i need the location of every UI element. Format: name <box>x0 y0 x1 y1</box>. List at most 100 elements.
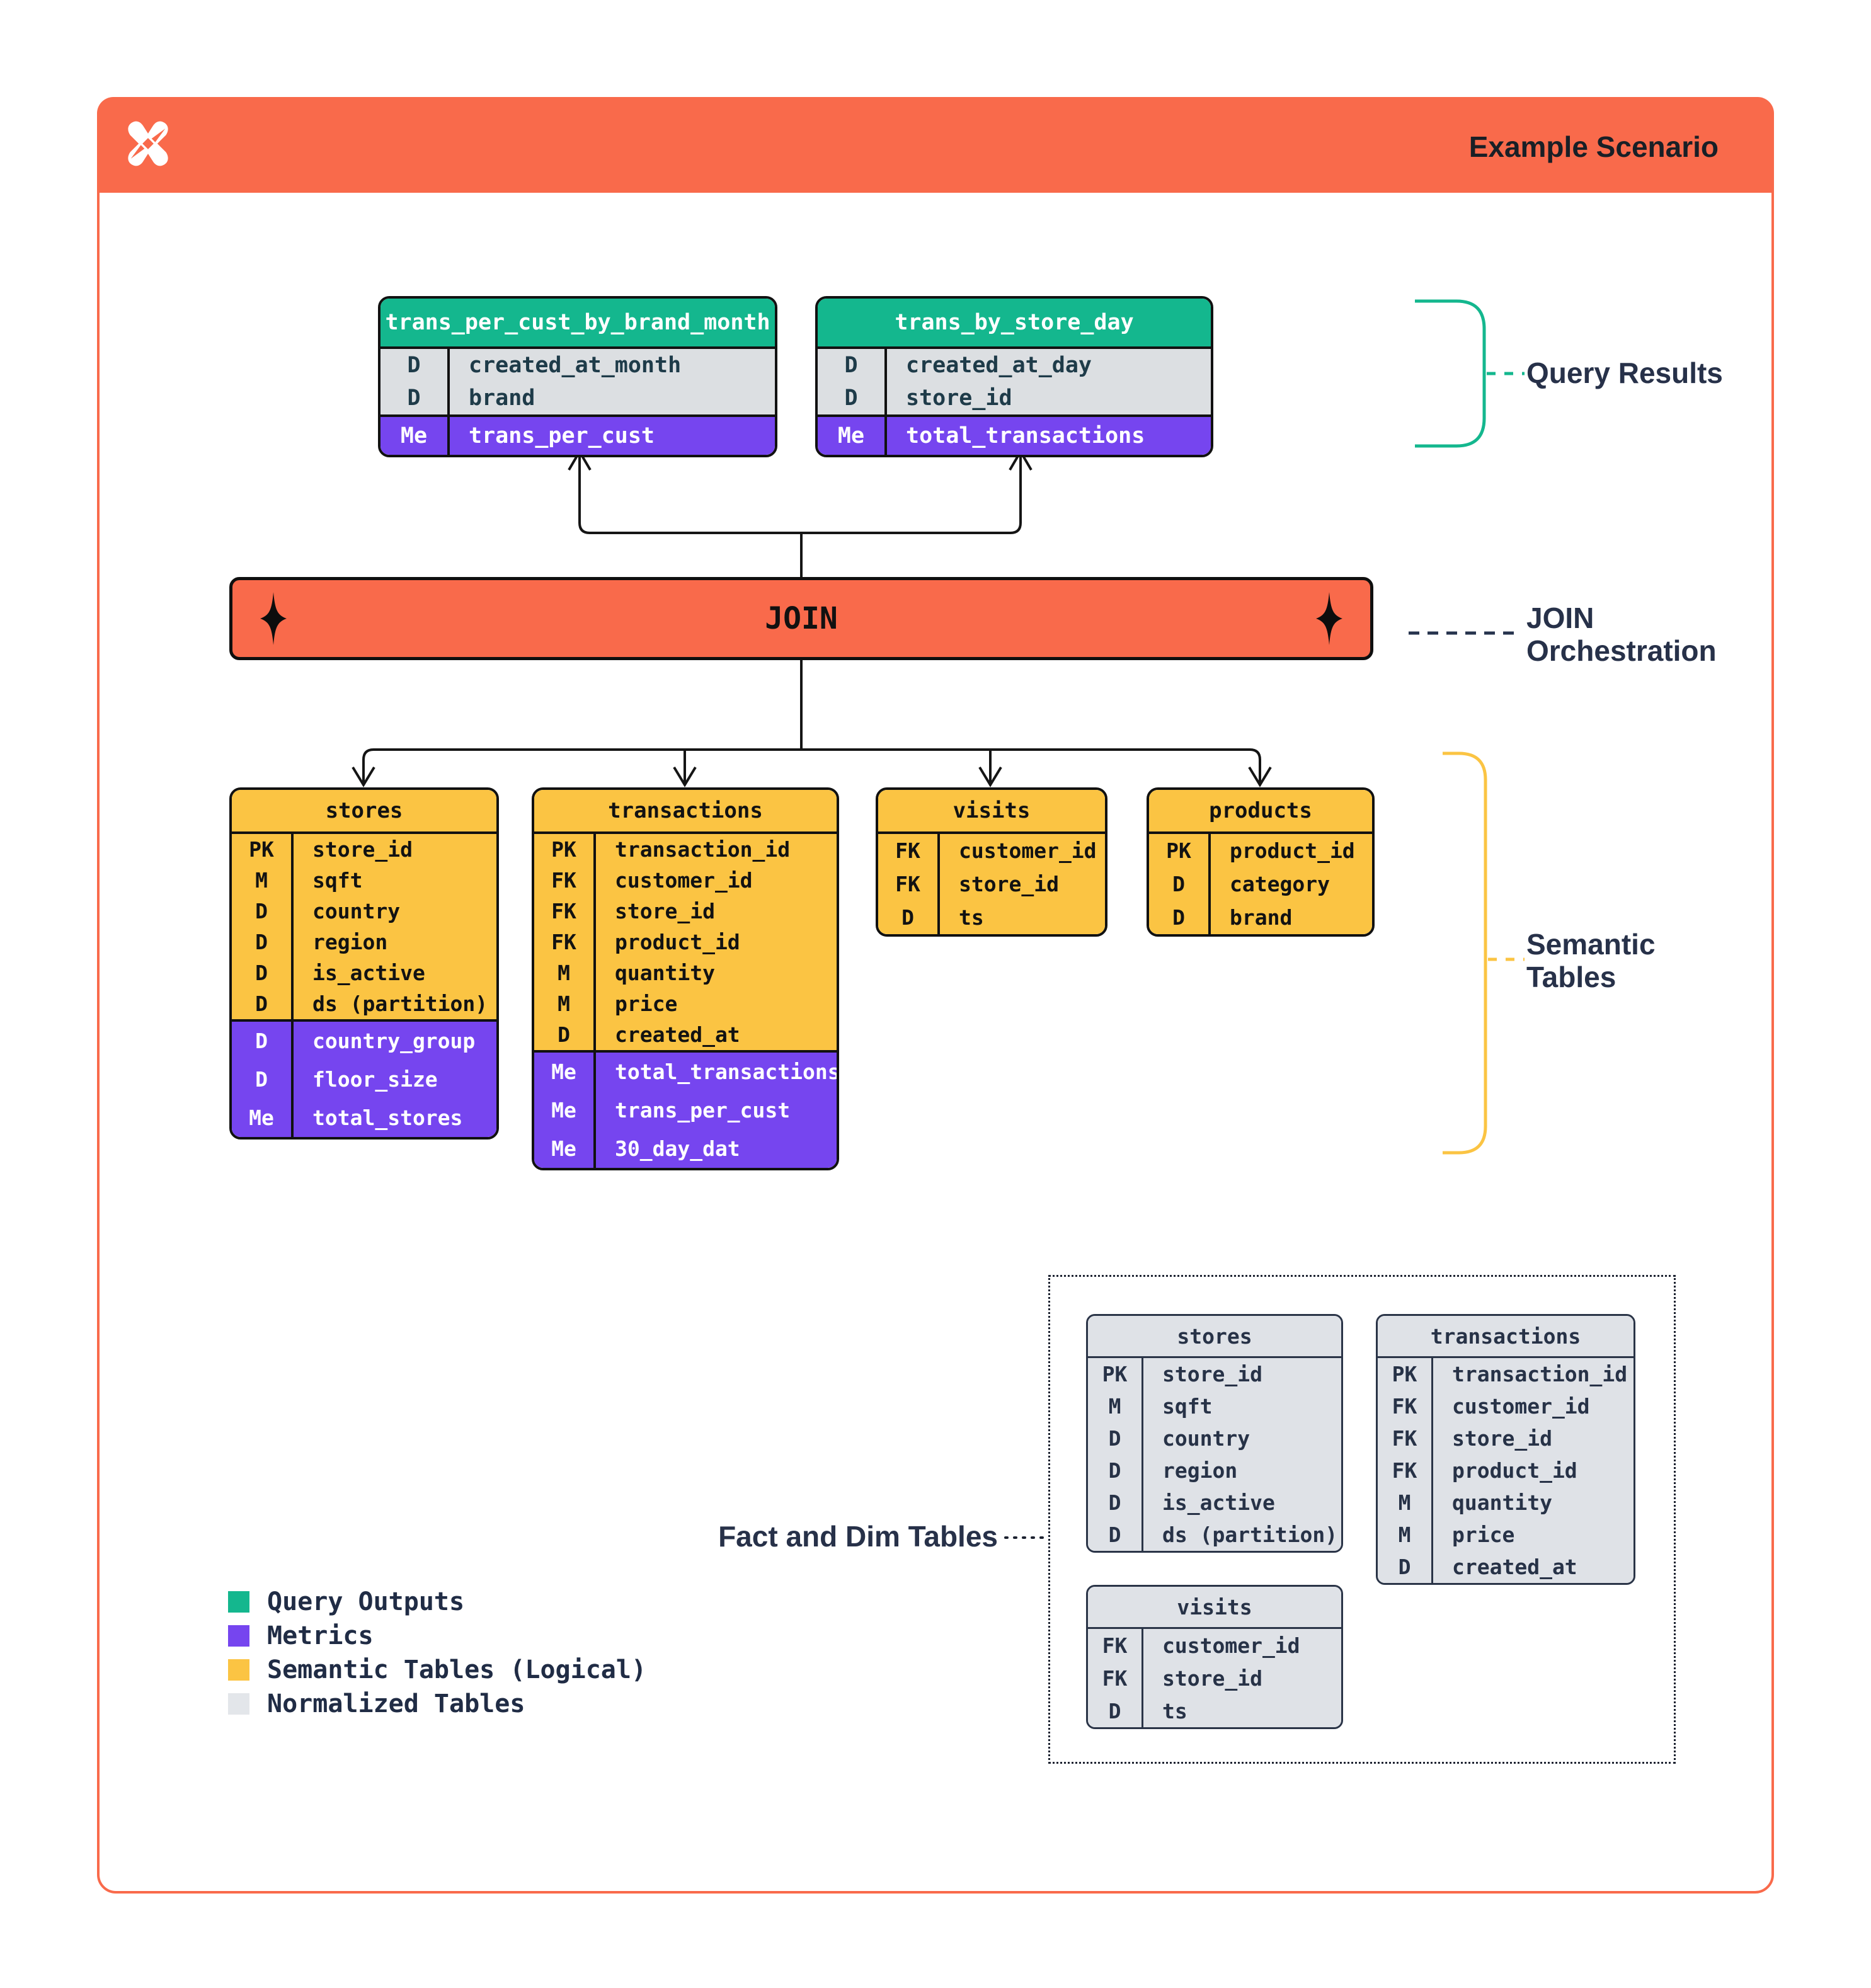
table-title: stores <box>232 790 496 831</box>
label-semantic-tables: Semantic Tables <box>1526 928 1656 993</box>
column-name: store_id <box>906 386 1012 411</box>
column-key: PK <box>1149 834 1211 867</box>
column-name: store_id <box>312 837 413 862</box>
column-name: country <box>312 899 401 923</box>
column-name: customer_id <box>615 868 753 893</box>
column-name: store_id <box>1452 1426 1552 1451</box>
column-name: customer_id <box>959 838 1097 863</box>
column-name: sqft <box>312 868 363 893</box>
column-name: total_transactions <box>615 1060 839 1084</box>
legend-item: Normalized Tables <box>228 1687 646 1721</box>
column-name: region <box>1162 1458 1238 1483</box>
column-name: created_at <box>1452 1555 1577 1579</box>
legend-swatch-icon <box>228 1591 249 1613</box>
legend-swatch-icon <box>228 1625 249 1647</box>
column-name: sqft <box>1162 1394 1213 1419</box>
column-key: D <box>1088 1694 1143 1727</box>
column-name: store_id <box>1162 1362 1262 1386</box>
table-row: FK product_id <box>1378 1454 1634 1487</box>
column-name: 30_day_dat <box>615 1136 740 1161</box>
column-name: trans_per_cust <box>469 423 655 448</box>
table-row: Me 30_day_dat <box>534 1129 837 1168</box>
column-key: D <box>1088 1454 1143 1487</box>
column-name: store_id <box>1162 1665 1262 1691</box>
column-key: M <box>1378 1519 1433 1551</box>
column-name: country <box>1162 1426 1250 1451</box>
legend-label: Metrics <box>267 1621 374 1650</box>
column-key: Me <box>534 1129 596 1168</box>
legend-swatch-icon <box>228 1693 249 1715</box>
table-title: visits <box>878 790 1105 831</box>
column-key: FK <box>534 865 596 896</box>
column-key: PK <box>1088 1358 1143 1390</box>
label-query-results: Query Results <box>1526 357 1723 389</box>
column-key: M <box>534 988 596 1019</box>
table-title: trans_per_cust_by_brand_month <box>380 299 775 346</box>
column-name: ds (partition) <box>1162 1522 1338 1547</box>
table-title: stores <box>1088 1316 1341 1356</box>
column-key: D <box>1378 1551 1433 1583</box>
table-title: visits <box>1088 1587 1341 1627</box>
column-key: D <box>1149 867 1211 901</box>
column-key: FK <box>1088 1662 1143 1694</box>
column-key: M <box>232 865 294 896</box>
legend-item: Semantic Tables (Logical) <box>228 1653 646 1687</box>
legend-label: Semantic Tables (Logical) <box>267 1655 647 1684</box>
column-name: total_stores <box>312 1105 463 1130</box>
column-key: Me <box>380 417 450 455</box>
column-key: Me <box>534 1091 596 1129</box>
legend-label: Query Outputs <box>267 1587 465 1616</box>
column-name: created_at_day <box>906 353 1092 378</box>
diamond-sparkle-icon <box>260 592 287 645</box>
table-row: Me trans_per_cust <box>380 417 775 455</box>
table-row: PK store_id <box>1088 1358 1341 1390</box>
column-key: FK <box>878 867 940 901</box>
column-name: is_active <box>1162 1490 1275 1515</box>
column-key: D <box>1088 1422 1143 1454</box>
column-key: D <box>232 957 294 988</box>
column-name: total_transactions <box>906 423 1145 448</box>
table-row: FK store_id <box>1088 1662 1341 1694</box>
normalized-tables-box <box>1048 1275 1676 1764</box>
column-key: Me <box>818 417 887 455</box>
column-key: D <box>232 927 294 957</box>
column-name: product_id <box>1452 1458 1577 1483</box>
column-key: D <box>232 896 294 927</box>
column-name: brand <box>469 386 535 411</box>
column-name: created_at <box>615 1022 740 1047</box>
column-key: D <box>1088 1487 1143 1519</box>
column-name: quantity <box>615 961 715 985</box>
column-key: FK <box>1378 1390 1433 1422</box>
column-key: FK <box>1378 1454 1433 1487</box>
column-key: M <box>534 957 596 988</box>
